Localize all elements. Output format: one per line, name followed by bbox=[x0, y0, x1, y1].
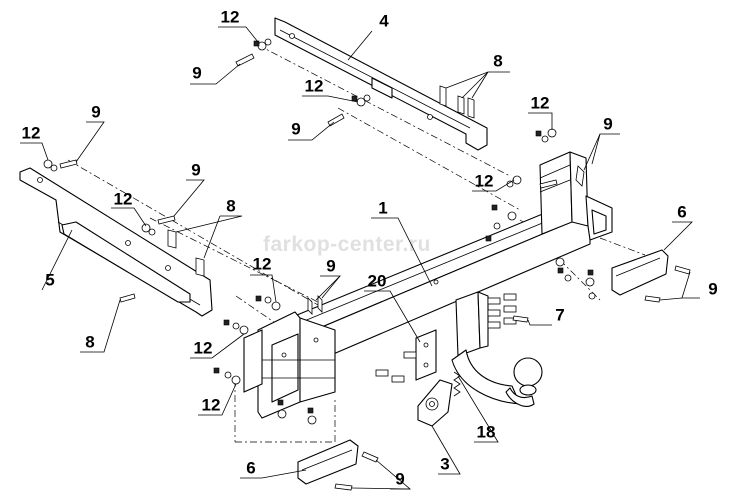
bolts-8 bbox=[167, 85, 475, 277]
callout-part-18: 18 bbox=[476, 422, 496, 442]
callout-part-8: 8 bbox=[226, 196, 236, 216]
leader-lines bbox=[20, 26, 700, 490]
callout-part-9: 9 bbox=[192, 63, 202, 83]
callout-part-12: 12 bbox=[474, 171, 494, 191]
part-7-bolt-cluster bbox=[375, 293, 517, 383]
callout-part-9: 9 bbox=[326, 256, 336, 276]
part-20-socket-plate bbox=[415, 329, 437, 381]
callout-part-9: 9 bbox=[395, 469, 405, 489]
callout-part-7: 7 bbox=[555, 305, 565, 325]
callout-part-9: 9 bbox=[191, 160, 201, 180]
part-4-upper-bracket bbox=[274, 17, 488, 151]
callout-part-6: 6 bbox=[677, 202, 687, 222]
callout-part-8: 8 bbox=[493, 51, 503, 71]
bolts-9 bbox=[59, 53, 691, 491]
callout-part-9: 9 bbox=[91, 102, 101, 122]
callout-part-12: 12 bbox=[220, 7, 240, 27]
callout-part-9: 9 bbox=[603, 114, 613, 134]
callout-part-12: 12 bbox=[252, 254, 272, 274]
watermark: farkop-center.ru bbox=[263, 233, 431, 256]
part-3-socket-holder bbox=[417, 379, 453, 427]
callout-part-12: 12 bbox=[113, 189, 133, 209]
part-6-right-side-bracket bbox=[611, 249, 669, 296]
callout-part-12: 12 bbox=[530, 93, 550, 113]
nuts bbox=[213, 40, 594, 414]
callout-part-12: 12 bbox=[21, 123, 41, 143]
part-1-cross-beam bbox=[243, 151, 613, 419]
tow-ball-neck bbox=[451, 291, 543, 407]
callout-part-6: 6 bbox=[246, 458, 256, 478]
callout-part-5: 5 bbox=[45, 270, 55, 290]
callout-part-9: 9 bbox=[708, 279, 718, 299]
callout-part-12: 12 bbox=[193, 338, 213, 358]
callout-part-12: 12 bbox=[304, 76, 324, 96]
callout-part-9: 9 bbox=[291, 119, 301, 139]
callout-part-20: 20 bbox=[367, 271, 387, 291]
callout-part-3: 3 bbox=[440, 454, 450, 474]
part-6-lower-side-bracket bbox=[297, 439, 359, 485]
washers-12 bbox=[43, 38, 596, 425]
part-18-spring bbox=[453, 371, 461, 397]
callout-part-8: 8 bbox=[85, 332, 95, 352]
callout-part-1: 1 bbox=[378, 198, 388, 218]
part-5-left-bracket bbox=[19, 167, 213, 317]
callout-part-12: 12 bbox=[201, 395, 221, 415]
callout-part-4: 4 bbox=[379, 11, 389, 31]
